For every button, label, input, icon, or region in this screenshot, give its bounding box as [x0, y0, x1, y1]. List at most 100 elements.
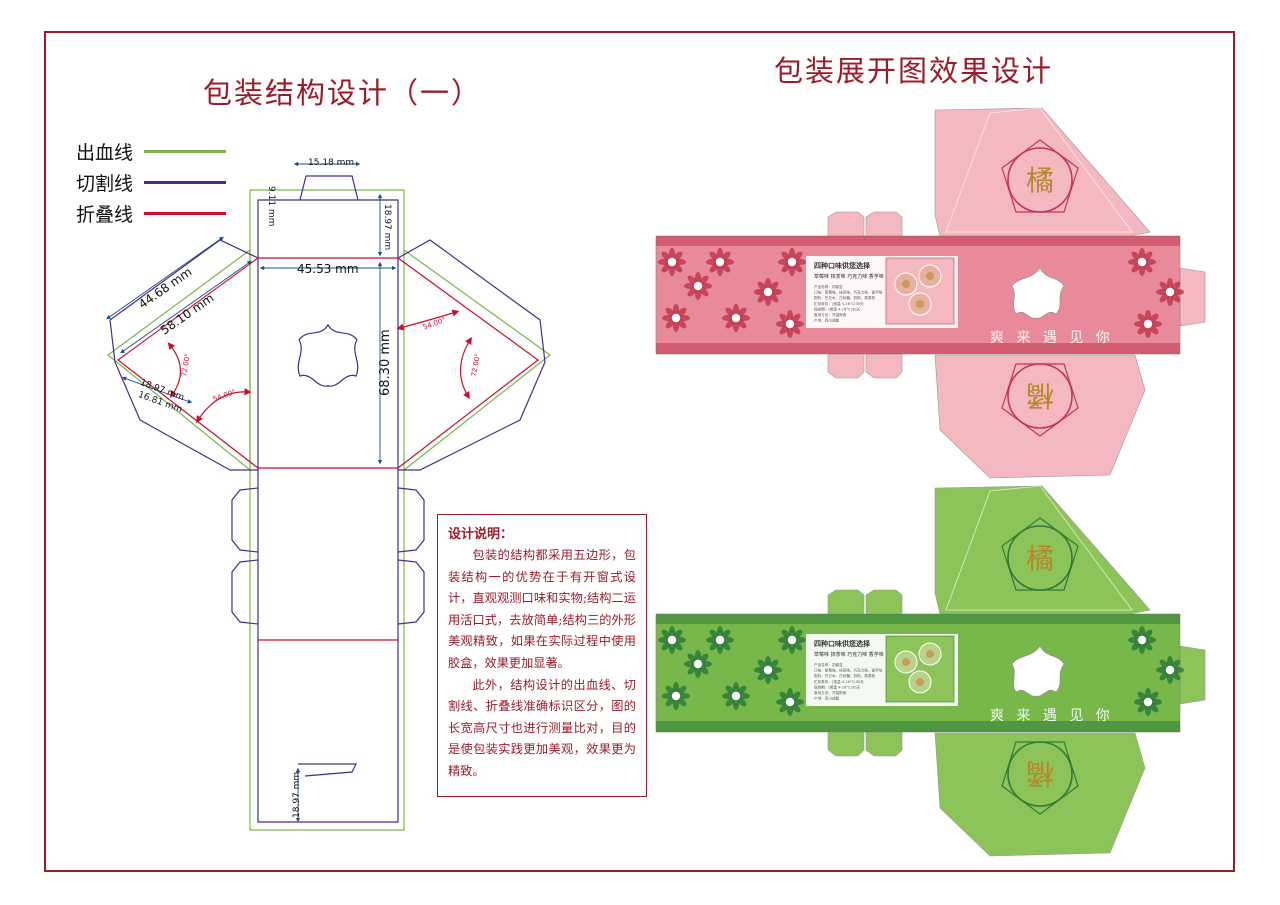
band-top-border [656, 614, 1180, 624]
cut-lines [109, 175, 546, 823]
medallion-pentagon [1001, 363, 1079, 437]
label-line: 产品名称：初颖杏 [814, 284, 843, 289]
band-bottom-border [656, 721, 1180, 732]
band-bottom-border [656, 343, 1180, 354]
flower-center [667, 635, 677, 645]
product-ball-core [926, 650, 934, 658]
bottom-lid [934, 354, 1146, 479]
angle-arcs [167, 309, 472, 423]
top-flap [865, 211, 903, 237]
legend-cut: 切割线 [76, 167, 226, 198]
medallion-glyph: 橘 [1026, 542, 1054, 575]
window-star-cutout [297, 323, 359, 387]
label-line: 保质期：(常温 4-16°C)30天 [814, 306, 861, 311]
bottom-flap [827, 353, 865, 379]
flower-center [667, 257, 677, 267]
label-title: 四种口味供您选择 [814, 639, 871, 648]
flower-center [693, 281, 703, 291]
design-note-heading: 设计说明： [448, 527, 514, 542]
bottom-flap [827, 731, 865, 757]
design-note-paragraph-2: 此外，结构设计的出血线、切割线、折叠线准确标识区分，图的长宽高尺寸也进行测量比对… [448, 677, 636, 778]
flower-center [731, 691, 741, 701]
medallion-glyph: 橘 [1026, 757, 1054, 790]
label-line: 产地：四川成都 [814, 696, 840, 701]
flower-center [787, 635, 797, 645]
legend-fold-label: 折叠线 [76, 204, 134, 226]
legend-bleed-line [144, 150, 226, 153]
label-line: 口味：草莓味、抹茶味、巧克力味、香芋味 [814, 668, 883, 673]
product-ball-core [916, 300, 924, 308]
line-legend: 出血线 切割线 折叠线 [76, 136, 226, 229]
dim-tab-width: 15.18 mm [308, 158, 355, 168]
label-line: 配料：巴旦木、白砂糖、奶粉、燕麦粉 [814, 673, 875, 678]
label-line: 配料：巴旦木、白砂糖、奶粉、燕麦粉 [814, 295, 875, 300]
label-line: 产地：四川成都 [814, 318, 840, 323]
product-ball-core [902, 658, 910, 666]
flower-center [1165, 665, 1175, 675]
medallion-pentagon [1001, 741, 1079, 815]
window-star [1011, 645, 1065, 697]
bottom-lid [934, 732, 1146, 857]
band-top-border [656, 236, 1180, 246]
flower-pattern [658, 247, 1184, 339]
page-frame [44, 31, 1235, 872]
flower-pattern [658, 625, 1184, 717]
structure-title: 包装结构设计（一） [203, 76, 483, 110]
flower-center [763, 665, 773, 675]
medallion-pentagon [1001, 139, 1079, 213]
flower-center [731, 313, 741, 323]
bottom-flap [865, 731, 903, 757]
label-line: 贮存条件：(常温 4-16°C)30天 [814, 679, 864, 684]
flower-center [785, 697, 795, 707]
label-line: 口味：草莓味、抹茶味、巧克力味、香芋味 [814, 290, 883, 295]
flower-center [671, 313, 681, 323]
label-subtitle: 草莓味 抹茶味 巧克力味 香芋味 [814, 651, 884, 658]
label-title: 四种口味供您选择 [814, 261, 871, 270]
bottom-flap [865, 353, 903, 379]
top-flap [827, 589, 865, 615]
top-lid-facets [945, 107, 1133, 233]
medallion-glyph: 橘 [1026, 164, 1054, 197]
flower-center [1143, 697, 1153, 707]
dimension-arrows [106, 161, 397, 823]
slogan-text: 爽 来 遇 见 你 [990, 330, 1114, 346]
legend-fold: 折叠线 [76, 198, 226, 229]
flower-center [1143, 319, 1153, 329]
label-line: 保质期：(常温 4-16°C)30天 [814, 684, 861, 689]
top-flap [865, 589, 903, 615]
top-lid-facets [945, 485, 1133, 611]
medallion-glyph: 橘 [1026, 379, 1054, 412]
flower-center [671, 691, 681, 701]
glue-flap [1179, 645, 1206, 705]
flower-center [1137, 635, 1147, 645]
flower-center [785, 319, 795, 329]
flower-center [715, 635, 725, 645]
label-line: 食用方法：开袋即食 [814, 312, 847, 317]
product-ball-core [902, 280, 910, 288]
legend-bleed: 出血线 [76, 136, 226, 167]
flower-center [715, 257, 725, 267]
flower-center [1165, 287, 1175, 297]
medallion-pentagon [1001, 517, 1079, 591]
label-line: 产品名称：初颖杏 [814, 662, 843, 667]
legend-cut-label: 切割线 [76, 173, 134, 195]
unfolded-design-title: 包装展开图效果设计 [774, 54, 1054, 88]
flower-center [787, 257, 797, 267]
flower-center [763, 287, 773, 297]
top-flap [827, 211, 865, 237]
flower-center [1137, 257, 1147, 267]
flower-center [693, 659, 703, 669]
legend-bleed-label: 出血线 [76, 142, 134, 164]
glue-flap [1179, 267, 1206, 327]
label-subtitle: 草莓味 抹茶味 巧克力味 香芋味 [814, 273, 884, 280]
dim-panel-width: 45.53 mm [297, 262, 359, 276]
design-note: 设计说明： 包装的结构都采用五边形，包装结构一的优势在于有开窗式设计，直观观测口… [437, 514, 647, 797]
legend-cut-line [144, 181, 226, 184]
window-star [1011, 267, 1065, 319]
label-line: 食用方法：开袋即食 [814, 690, 847, 695]
product-ball-core [926, 272, 934, 280]
